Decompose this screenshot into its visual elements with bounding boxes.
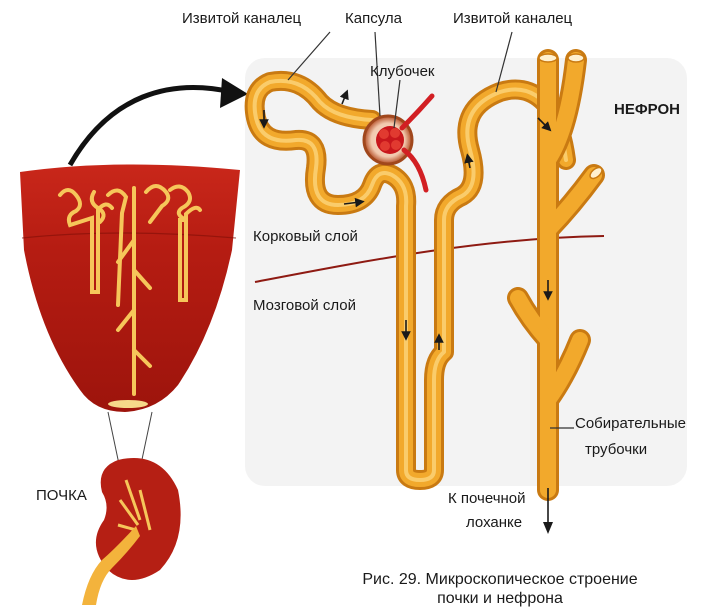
collecting-ducts-label: Собирательные [575, 415, 686, 432]
collecting-ducts-label-2: трубочки [585, 441, 647, 458]
caption-line-2: почки и нефрона [300, 589, 700, 608]
glomerulus-label: Клубочек [370, 63, 434, 80]
convoluted-tubule-label-right: Извитой каналец [453, 10, 572, 27]
medulla-label: Мозговой слой [253, 297, 356, 314]
to-pelvis-label-2: лоханке [466, 514, 522, 531]
kidney-icon [82, 458, 181, 605]
kidney-label: ПОЧКА [36, 487, 87, 504]
to-pelvis-label: К почечной [448, 490, 526, 507]
figure-caption: Рис. 29. Микроскопическое строение почки… [300, 570, 700, 608]
kidney-pyramid-section [20, 164, 240, 412]
caption-line-1: Рис. 29. Микроскопическое строение [300, 570, 700, 589]
convoluted-tubule-label: Извитой каналец [182, 10, 301, 27]
capsule-label: Капсула [345, 10, 402, 27]
zoom-arrowhead [220, 78, 248, 108]
cortex-label: Корковый слой [253, 228, 358, 245]
nephron-label: НЕФРОН [614, 101, 680, 118]
zoom-arrow [70, 87, 232, 165]
